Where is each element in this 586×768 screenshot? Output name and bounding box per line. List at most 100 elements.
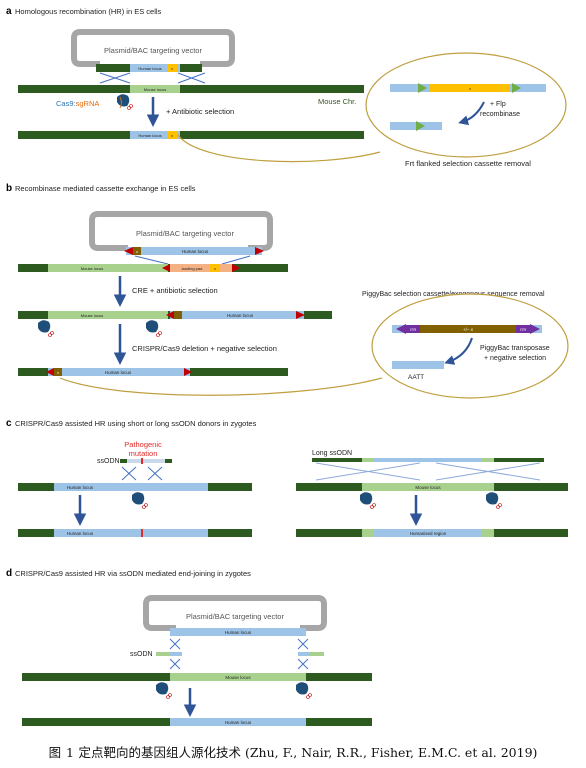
step1-label: CRE + antibiotic selection [132, 286, 218, 295]
ssodn-arm [312, 458, 362, 462]
crossover-line [99, 72, 131, 84]
cas9-icon [360, 492, 376, 509]
panel-d-title: CRISPR/Cas9 assisted HR via ssODN mediat… [15, 569, 251, 578]
crossover-line [134, 255, 169, 265]
crossover-line [297, 638, 309, 650]
frt-site [418, 83, 427, 93]
ssodn-arm [494, 458, 544, 462]
selection-cassette [210, 264, 220, 272]
human-locus-segment [170, 628, 306, 636]
crossover-line [435, 462, 541, 481]
vector-label: Plasmid/BAC targeting vector [186, 612, 284, 621]
mouse-locus-label: Mouse locus [415, 485, 441, 490]
human-locus-label: Human locus [182, 249, 209, 254]
vector-insert [126, 247, 262, 255]
mouse-locus-segment [130, 85, 180, 93]
transposase-arrow [444, 337, 473, 365]
mouse-locus-label: Mouse locus [225, 675, 251, 680]
crossover-line [315, 462, 421, 481]
vector-backbone [143, 595, 327, 631]
flp-arrow [458, 101, 485, 126]
ssodn-left-arm [156, 652, 170, 656]
ssodn-human [374, 458, 482, 462]
itr-site [516, 325, 530, 333]
crossover-line [297, 658, 309, 670]
long-ssodn-label: Long ssODN [312, 450, 352, 457]
vector-backbone [71, 29, 235, 67]
panel-b-title: Recombinase mediated cassette exchange i… [15, 184, 196, 193]
humanised-label: Humanised region [410, 531, 447, 536]
mouse-chromosome [18, 85, 364, 93]
landing-pad [170, 264, 232, 272]
loxp-site [255, 247, 264, 255]
cassette-marker: x [171, 66, 173, 71]
aatt-label: AATT [408, 374, 424, 381]
human-locus-segment [170, 718, 306, 726]
human-locus-label: Human locus [138, 133, 161, 138]
cas9-icon [117, 94, 133, 110]
cas9-sgrna-label: Cas9:sgRNA [56, 99, 99, 108]
bubble-cassette [430, 84, 510, 92]
pb-cassette [174, 311, 182, 319]
panel-a: a Homologous recombination (HR) in ES ce… [6, 6, 567, 168]
human-locus-segment [54, 483, 208, 491]
human-locus-label: Human locus [67, 531, 94, 536]
caption-label: 图 1 [48, 745, 75, 760]
bubble-marker: x [469, 86, 471, 91]
human-insert [170, 311, 304, 319]
pathogenic-label: Pathogenic [124, 440, 162, 449]
crossover-line [169, 638, 181, 650]
colon-text: : [74, 99, 76, 108]
flp-label: + Flp [490, 101, 506, 108]
panel-d-letter: d [6, 568, 12, 579]
bubble-cassette [408, 325, 518, 333]
bubble-result-dna [392, 361, 444, 369]
human-insert [48, 368, 190, 376]
loxp-site [162, 264, 170, 272]
human-locus-segment [130, 64, 180, 72]
caption-text: 定点靶向的基因组人源化技术 [78, 745, 242, 760]
mouse-locus-label: Mouse locus [144, 87, 166, 92]
loxp-site [184, 368, 192, 376]
panel-b: b Recombinase mediated cassette exchange… [6, 183, 569, 399]
cas9-icon [486, 492, 502, 509]
panel-d: d CRISPR/Cas9 assisted HR via ssODN medi… [6, 568, 372, 726]
loxp-site [46, 368, 54, 376]
panel-c-letter: c [6, 418, 12, 429]
bubble-pointer [59, 377, 383, 396]
itr-site [396, 324, 406, 334]
cas9-icon [156, 682, 172, 699]
short-ssodn [120, 459, 172, 463]
human-locus-label: Human locus [105, 370, 132, 375]
cas9-icon [296, 682, 312, 699]
ssodn-right-arm [310, 652, 324, 656]
itr-label: ITR [410, 327, 417, 332]
cas9-icon [132, 492, 148, 509]
humanised-region [374, 529, 482, 537]
human-locus-label: Human locus [225, 630, 252, 635]
panel-c: c CRISPR/Cas9 assisted HR using short or… [6, 418, 568, 537]
mutation-mark [141, 458, 143, 464]
cassette-marker: x [171, 133, 173, 138]
landing-pad-label: landing pad [182, 266, 203, 271]
loxp-site [166, 311, 174, 319]
loxp-site [232, 264, 240, 272]
step2-label: CRISPR/Cas9 deletion + negative selectio… [132, 344, 277, 353]
negsel-label: + negative selection [484, 355, 546, 362]
bubble-pointer [177, 134, 381, 163]
panel-b-letter: b [6, 183, 12, 194]
mouse-locus-label: Mouse locus [81, 313, 103, 318]
sgrna-text: sgRNA [76, 99, 100, 108]
recombinase-label: recombinase [480, 111, 520, 118]
mouse-locus-segment [170, 673, 306, 681]
flp-bubble [365, 52, 567, 158]
human-locus-label: Human locus [67, 485, 94, 490]
mouse-locus-label: Mouse locus [81, 266, 103, 271]
mouse-chr-label: Mouse Chr. [318, 97, 356, 106]
human-locus-label: Human locus [138, 66, 161, 71]
panel-c-title: CRISPR/Cas9 assisted HR using short or l… [15, 419, 257, 428]
frt-site [512, 83, 521, 93]
cassette-marker: x [214, 266, 216, 271]
itr-site [406, 325, 420, 333]
frt-site [416, 121, 425, 131]
